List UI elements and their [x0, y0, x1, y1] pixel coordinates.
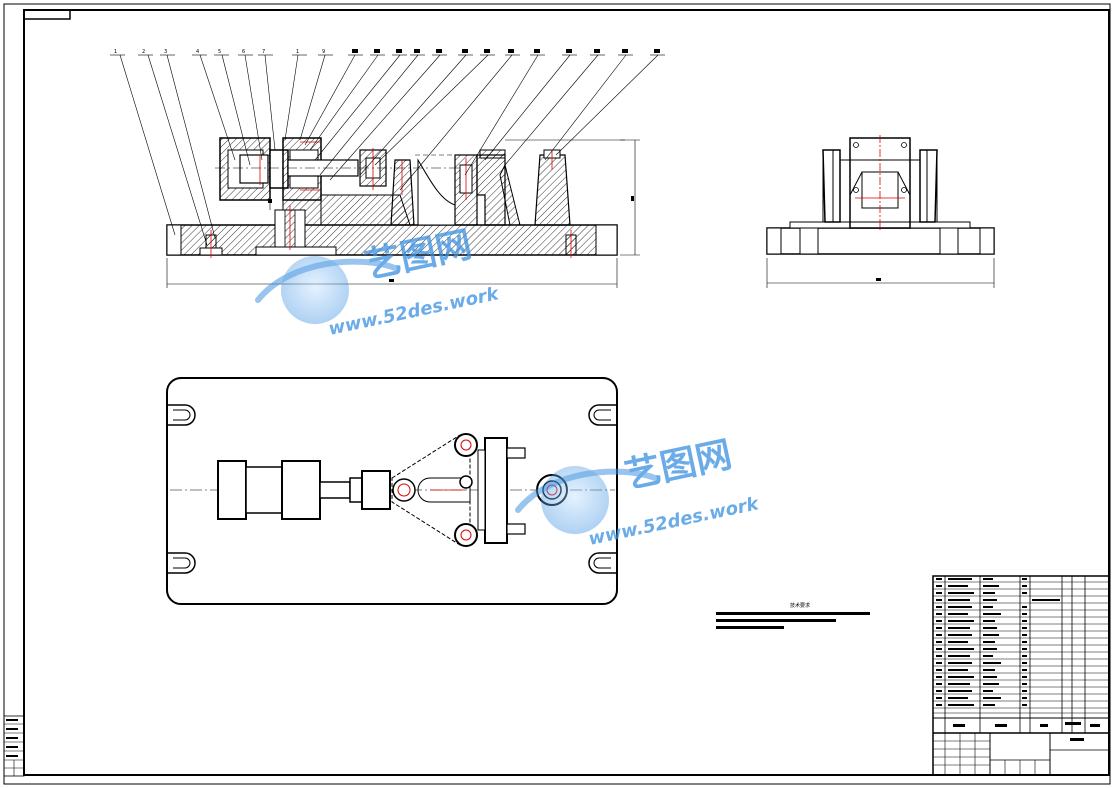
- balloon-label: 7: [262, 49, 265, 55]
- technical-notes: 技术要求: [716, 602, 870, 629]
- sheet-border: [3, 3, 1111, 785]
- left-margin-table: [3, 715, 25, 777]
- bom-text-marks: [936, 578, 1100, 741]
- side-view: [766, 135, 995, 288]
- notes-title: 技术要求: [790, 602, 810, 609]
- balloon-label: 3: [164, 49, 167, 55]
- balloon-label: 9: [322, 49, 325, 55]
- balloon-label: 1: [114, 49, 117, 55]
- balloon-leaders: [110, 54, 665, 246]
- front-section-view: [166, 137, 640, 288]
- watermark-cn-lower: 艺图网: [621, 434, 735, 497]
- balloon-label: 5: [218, 49, 221, 55]
- watermark-url-upper: www.52des.work: [327, 283, 502, 340]
- balloon-label: 4: [196, 49, 199, 55]
- balloon-label: 6: [242, 49, 245, 55]
- balloon-numbers: 1 2 3 4 5 6 7 1 9: [114, 49, 660, 55]
- balloon-label: 1: [296, 49, 299, 55]
- balloon-label: 2: [142, 49, 145, 55]
- bom-rows: [933, 581, 1109, 714]
- title-block: [932, 575, 1110, 776]
